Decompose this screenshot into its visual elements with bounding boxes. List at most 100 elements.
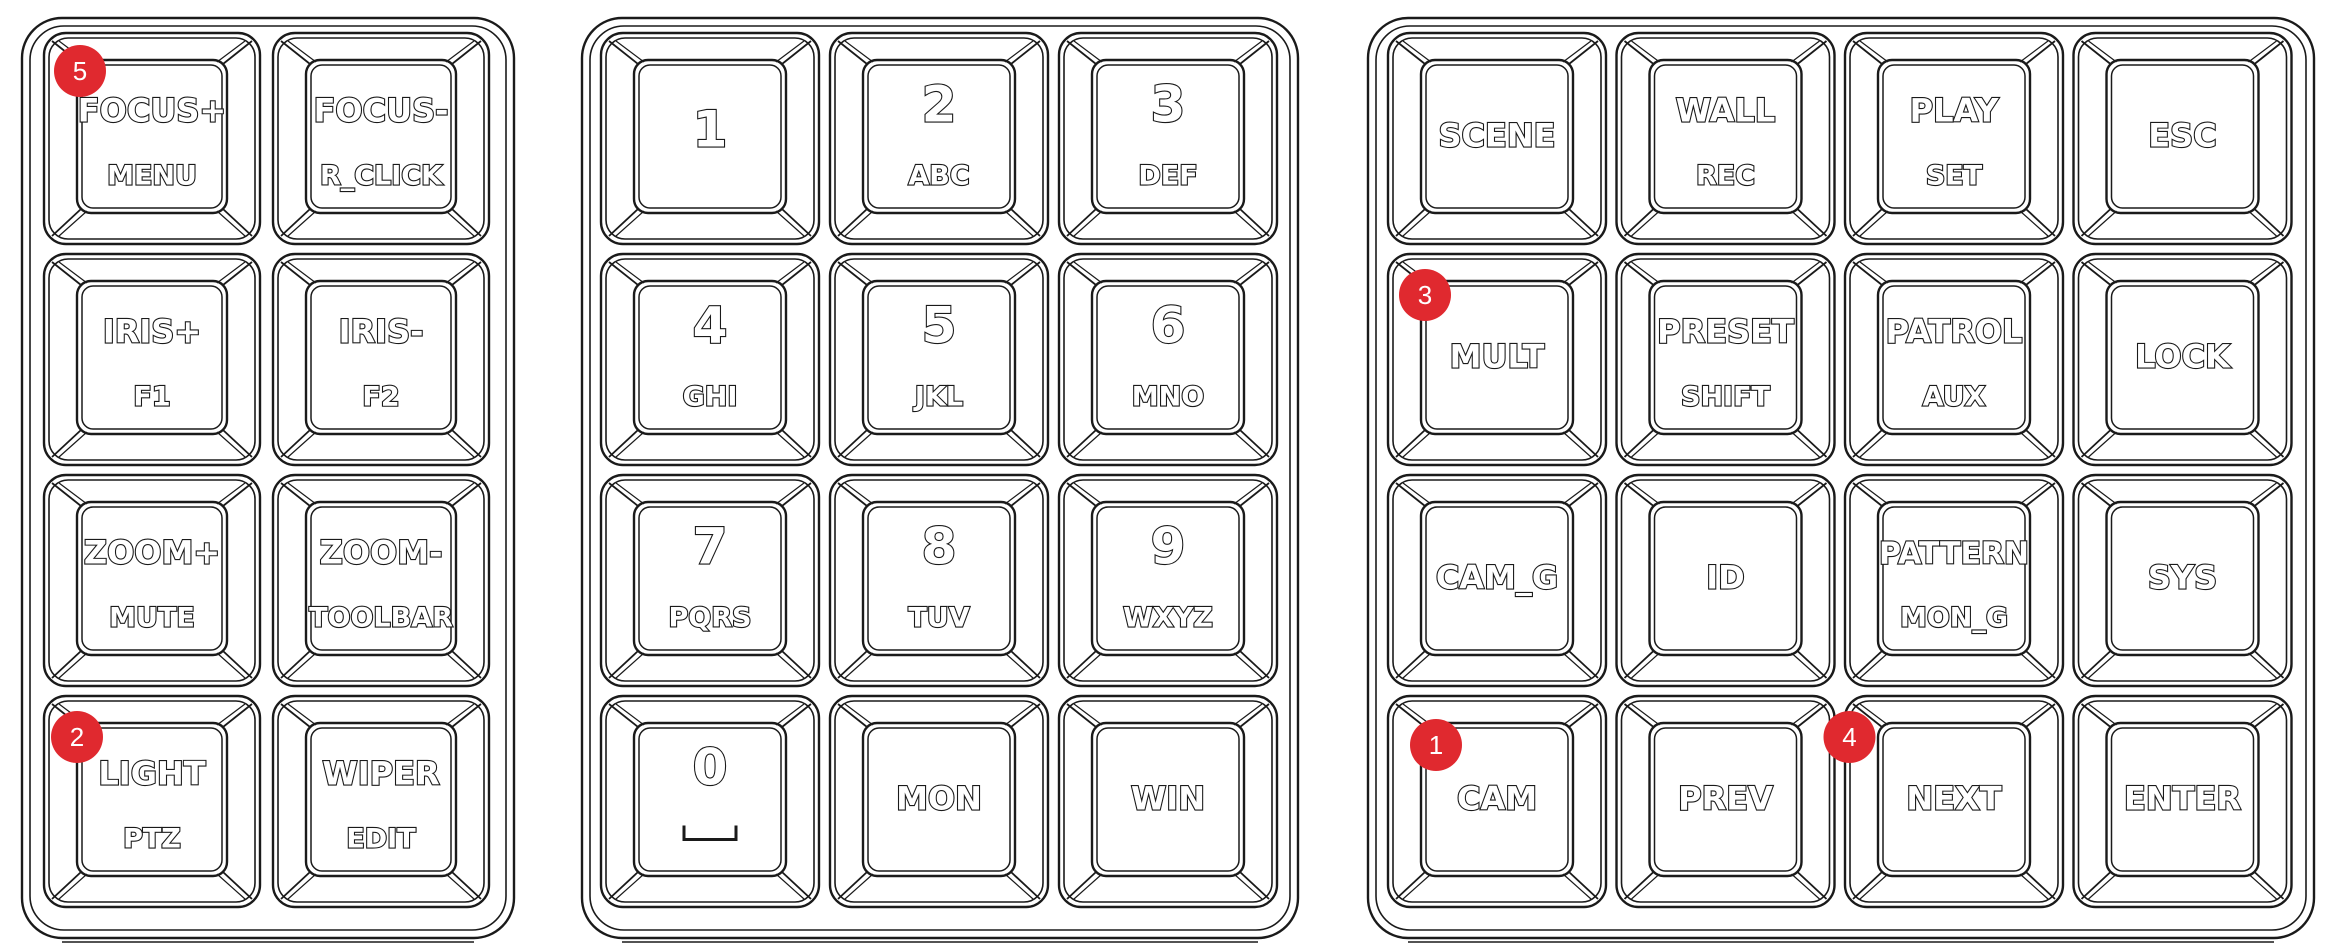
key-primary-label: LIGHT [98,755,205,793]
key-primary-label: 8 [922,518,957,576]
key-secondary-label: DEF [1138,161,1197,192]
key-secondary-label: SHIFT [1681,382,1771,413]
key-secondary-label: JKL [913,382,963,413]
key-primary-label: NEXT [1906,780,2001,818]
key-prev[interactable]: PREV [1615,694,1836,909]
key-primary-label: SCENE [1438,117,1555,155]
panels-layer: FOCUS+MENUFOCUS-R_CLICKIRIS+F1IRIS-F2ZOO… [20,16,2316,943]
key-sys[interactable]: SYS [2072,473,2293,688]
key-primary-label: 2 [922,76,957,134]
key-primary-label: 0 [693,739,728,797]
key-cam-g[interactable]: CAM_G [1386,473,1608,688]
key-win[interactable]: WIN [1057,694,1279,909]
key-enter[interactable]: ENTER [2072,694,2293,909]
key-lock[interactable]: LOCK [2072,252,2293,467]
key-iris-[interactable]: IRIS+ F1 [42,252,262,467]
key-preset[interactable]: PRESET SHIFT [1615,252,1836,467]
key-primary-label: MULT [1450,338,1545,376]
key-primary-label: 5 [922,297,957,355]
key-scene[interactable]: SCENE [1386,31,1608,246]
key-secondary-label: AUX [1923,382,1986,413]
key-primary-label: ZOOM+ [84,534,220,572]
key-0[interactable]: 0 [599,694,821,909]
key-primary-label: IRIS- [339,313,424,351]
key-mon[interactable]: MON [828,694,1050,909]
key-primary-label: IRIS+ [103,313,201,351]
key-zoom-[interactable]: ZOOM+ MUTE [42,473,262,688]
key-primary-label: ID [1706,559,1744,597]
key-zoom-[interactable]: ZOOM- TOOLBAR [271,473,491,688]
key-secondary-label: GHI [683,382,738,413]
key-secondary-label: PQRS [669,603,752,634]
space-icon [682,825,738,841]
key-1[interactable]: 1 [599,31,821,246]
function-panel: FOCUS+MENUFOCUS-R_CLICKIRIS+F1IRIS-F2ZOO… [20,16,516,943]
callout-badge-1: 1 [1410,719,1462,771]
key-esc[interactable]: ESC [2072,31,2293,246]
badges-layer: 5 2 3 1 4 [51,45,1876,771]
key-primary-label: WIN [1131,780,1205,818]
key-primary-label: 6 [1151,297,1186,355]
callout-badge-2: 2 [51,711,103,763]
key-primary-label: SYS [2148,559,2217,597]
key-primary-label: WIPER [322,755,439,793]
callout-badge-5: 5 [54,45,106,97]
key-primary-label: PLAY [1910,92,2000,130]
key-focus-[interactable]: FOCUS- R_CLICK [271,31,491,246]
key-secondary-label: REC [1696,161,1755,192]
key-secondary-label: EDIT [346,824,416,855]
key-next[interactable]: NEXT [1843,694,2065,909]
key-secondary-label: PTZ [123,824,181,855]
key-primary-label: ESC [2148,117,2216,155]
key-primary-label: 3 [1151,76,1186,134]
badge-number: 3 [1418,280,1432,310]
badge-number: 1 [1429,730,1443,760]
key-wall[interactable]: WALL REC [1615,31,1836,246]
key-primary-label: LOCK [2135,338,2231,376]
key-patrol[interactable]: PATROL AUX [1843,252,2065,467]
key-primary-label: MON [896,780,982,818]
key-secondary-label: WXYZ [1123,603,1213,634]
key-secondary-label: TOOLBAR [309,603,453,634]
key-primary-label: FOCUS- [314,92,449,130]
key-secondary-label: MNO [1132,382,1204,413]
key-primary-label: 4 [693,297,728,355]
key-primary-label: PREV [1678,780,1773,818]
key-primary-label: PATROL [1886,313,2023,351]
key-secondary-label: F1 [133,382,170,413]
key-wiper[interactable]: WIPER EDIT [271,694,491,909]
key-secondary-label: ABC [908,161,969,192]
key-primary-label: 7 [693,518,728,576]
key-id[interactable]: ID [1615,473,1836,688]
key-primary-label: 9 [1151,518,1186,576]
badge-number: 5 [73,56,87,86]
key-primary-label: CAM [1457,780,1537,818]
callout-badge-3: 3 [1399,269,1451,321]
key-secondary-label: MENU [107,161,197,192]
key-secondary-label: MON_G [1900,603,2008,634]
badge-number: 4 [1842,722,1856,752]
key-primary-label: WALL [1676,92,1775,130]
key-secondary-label: R_CLICK [320,161,443,192]
badge-number: 2 [70,722,84,752]
key-primary-label: ENTER [2124,780,2241,818]
key-secondary-label: MUTE [109,603,195,634]
key-iris-[interactable]: IRIS-F2 [271,252,491,467]
key-primary-label: CAM_G [1436,559,1558,597]
key-primary-label: ZOOM- [320,534,443,572]
key-primary-label: PRESET [1657,313,1794,351]
key-secondary-label: TUV [908,603,969,634]
